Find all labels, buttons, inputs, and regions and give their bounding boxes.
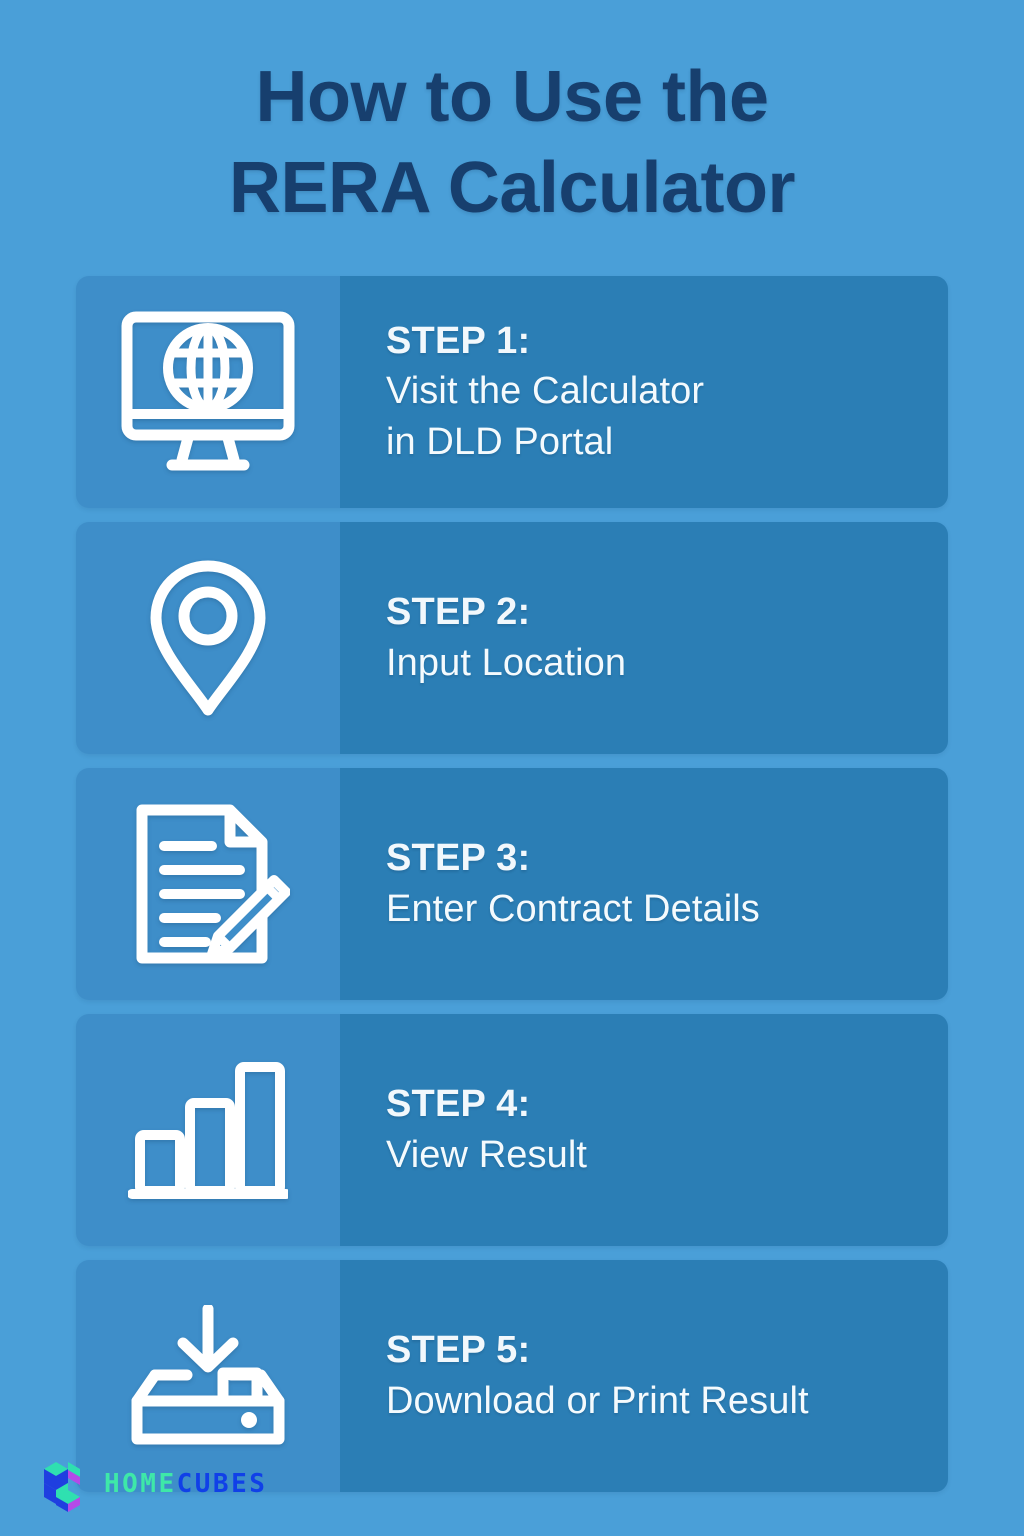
step-3-text-panel: STEP 3: Enter Contract Details	[340, 768, 948, 1000]
step-card-4[interactable]: STEP 4: View Result	[76, 1014, 948, 1246]
page-title-line-2: RERA Calculator	[229, 147, 795, 228]
step-card-2[interactable]: STEP 2: Input Location	[76, 522, 948, 754]
homecubes-cube-logo-icon	[44, 1462, 80, 1512]
step-1-desc-line-1: Visit the Calculator	[386, 370, 705, 413]
step-card-5[interactable]: STEP 5: Download or Print Result	[76, 1260, 948, 1492]
step-3-icon-panel	[76, 768, 340, 1000]
step-2-label: STEP 2:	[386, 591, 531, 634]
page-title: How to Use the RERA Calculator	[0, 0, 1024, 233]
step-2-desc-line-1: Input Location	[386, 641, 627, 684]
logo-word-cubes: CUBES	[176, 1469, 268, 1499]
step-2-icon-panel	[76, 522, 340, 754]
steps-list: STEP 1: Visit the Calculator in DLD Port…	[76, 276, 948, 1506]
download-tray-icon	[131, 1305, 285, 1445]
step-4-desc-line-1: View Result	[386, 1133, 588, 1176]
location-pin-icon	[150, 560, 266, 716]
step-4-text-panel: STEP 4: View Result	[340, 1014, 948, 1246]
logo-wordmark: HOMECUBES	[104, 1471, 267, 1497]
step-4-icon-panel	[76, 1014, 340, 1246]
step-3-label: STEP 3:	[386, 837, 531, 880]
step-1-icon-panel	[76, 276, 340, 508]
step-3-desc-line-1: Enter Contract Details	[386, 887, 760, 930]
document-pencil-icon	[136, 804, 290, 964]
step-4-label: STEP 4:	[386, 1083, 531, 1126]
step-5-icon-panel	[76, 1260, 340, 1492]
step-5-label: STEP 5:	[386, 1329, 531, 1372]
step-1-label: STEP 1:	[386, 320, 531, 363]
step-5-text-panel: STEP 5: Download or Print Result	[340, 1260, 948, 1492]
brand-logo[interactable]: HOMECUBES	[34, 1455, 267, 1513]
step-2-text-panel: STEP 2: Input Location	[340, 522, 948, 754]
step-card-1[interactable]: STEP 1: Visit the Calculator in DLD Port…	[76, 276, 948, 508]
step-5-desc-line-1: Download or Print Result	[386, 1379, 809, 1422]
step-card-3[interactable]: STEP 3: Enter Contract Details	[76, 768, 948, 1000]
step-1-desc-line-2: in DLD Portal	[386, 421, 614, 464]
page-title-line-1: How to Use the	[255, 57, 769, 137]
step-1-text-panel: STEP 1: Visit the Calculator in DLD Port…	[340, 276, 948, 508]
bar-chart-icon	[128, 1062, 288, 1199]
logo-word-home: HOME	[104, 1469, 177, 1499]
monitor-globe-icon	[121, 311, 295, 471]
